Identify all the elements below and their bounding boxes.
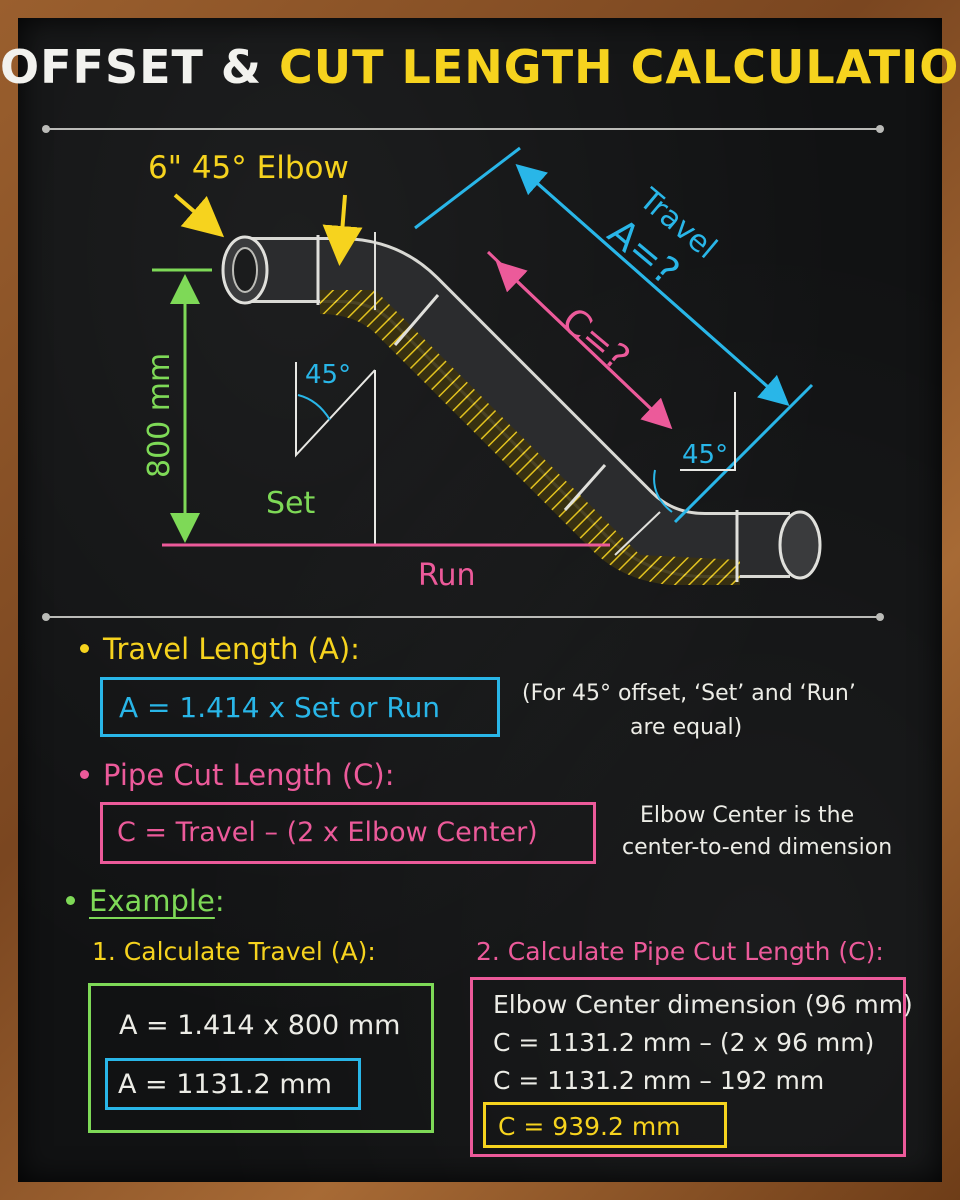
cut-formula: C = Travel – (2 x Elbow Center) bbox=[117, 817, 538, 848]
cut-bullet bbox=[80, 769, 89, 779]
section-divider bbox=[42, 613, 884, 621]
step2-result-box: C = 939.2 mm bbox=[483, 1102, 727, 1148]
travel-heading-text: Travel Length (A): bbox=[103, 632, 360, 666]
elbow-arrow-right bbox=[322, 194, 363, 266]
right-angle-label: 45° bbox=[682, 440, 729, 470]
example-heading-text: Example bbox=[89, 884, 215, 918]
example-bullet bbox=[66, 895, 75, 905]
step1-result: A = 1131.2 mm bbox=[118, 1069, 332, 1100]
cut-heading: Pipe Cut Length (C): bbox=[80, 758, 395, 792]
travel-formula-box: A = 1.414 x Set or Run bbox=[100, 677, 500, 737]
cut-note-line1: Elbow Center is the bbox=[640, 803, 855, 828]
travel-note-line1: (For 45° offset, ‘Set’ and ‘Run’ bbox=[522, 681, 856, 706]
pipe bbox=[221, 232, 822, 585]
cut-dimension-line-reverse bbox=[495, 260, 670, 427]
set-dimension-label: 800 mm bbox=[142, 352, 177, 478]
step2-line2: C = 1131.2 mm – (2 x 96 mm) bbox=[493, 1028, 875, 1057]
left-angle-label: 45° bbox=[305, 360, 352, 390]
travel-dimension-line-reverse bbox=[515, 164, 786, 404]
step2-result: C = 939.2 mm bbox=[498, 1112, 681, 1141]
step1-heading: 1. Calculate Travel (A): bbox=[92, 937, 376, 966]
travel-heading: Travel Length (A): bbox=[80, 632, 360, 666]
elbow-label: 6" 45° Elbow bbox=[148, 150, 349, 186]
step2-line3: C = 1131.2 mm – 192 mm bbox=[493, 1066, 825, 1095]
offset-diagram bbox=[152, 146, 822, 585]
right-angle-arc bbox=[653, 469, 673, 513]
title-part-white: OFFSET & bbox=[0, 40, 280, 94]
page-title: OFFSET & CUT LENGTH CALCULATION bbox=[0, 40, 960, 94]
travel-ext-bottom bbox=[673, 383, 814, 524]
run-label: Run bbox=[418, 558, 476, 593]
travel-formula: A = 1.414 x Set or Run bbox=[119, 691, 441, 724]
step2-box: Elbow Center dimension (96 mm) C = 1131.… bbox=[470, 977, 913, 1157]
travel-bullet bbox=[80, 643, 89, 653]
chalkboard bbox=[18, 18, 942, 1182]
cut-heading-text: Pipe Cut Length (C): bbox=[103, 758, 395, 792]
elbow-arrow-left bbox=[173, 193, 225, 238]
travel-note-line2: are equal) bbox=[630, 715, 743, 740]
left-angle-arc bbox=[297, 394, 331, 421]
step1-line1: A = 1.414 x 800 mm bbox=[119, 1010, 401, 1041]
step2-heading: 2. Calculate Pipe Cut Length (C): bbox=[476, 937, 884, 966]
set-label: Set bbox=[266, 486, 316, 521]
example-heading: Example: bbox=[66, 884, 225, 918]
step1-result-box: A = 1131.2 mm bbox=[105, 1058, 361, 1110]
travel-ext-top bbox=[414, 146, 521, 230]
step2-line1: Elbow Center dimension (96 mm) bbox=[493, 990, 913, 1019]
right-angle-guide bbox=[680, 392, 736, 471]
cut-formula-box: C = Travel – (2 x Elbow Center) bbox=[100, 802, 596, 864]
step1-box: A = 1.414 x 800 mm A = 1131.2 mm bbox=[88, 983, 434, 1133]
title-divider bbox=[42, 125, 884, 133]
cut-note-line2: center-to-end dimension bbox=[622, 835, 893, 860]
left-angle-triangle bbox=[295, 362, 376, 458]
title-part-yellow: CUT LENGTH CALCULATION bbox=[279, 40, 960, 94]
example-heading-colon: : bbox=[214, 884, 225, 918]
